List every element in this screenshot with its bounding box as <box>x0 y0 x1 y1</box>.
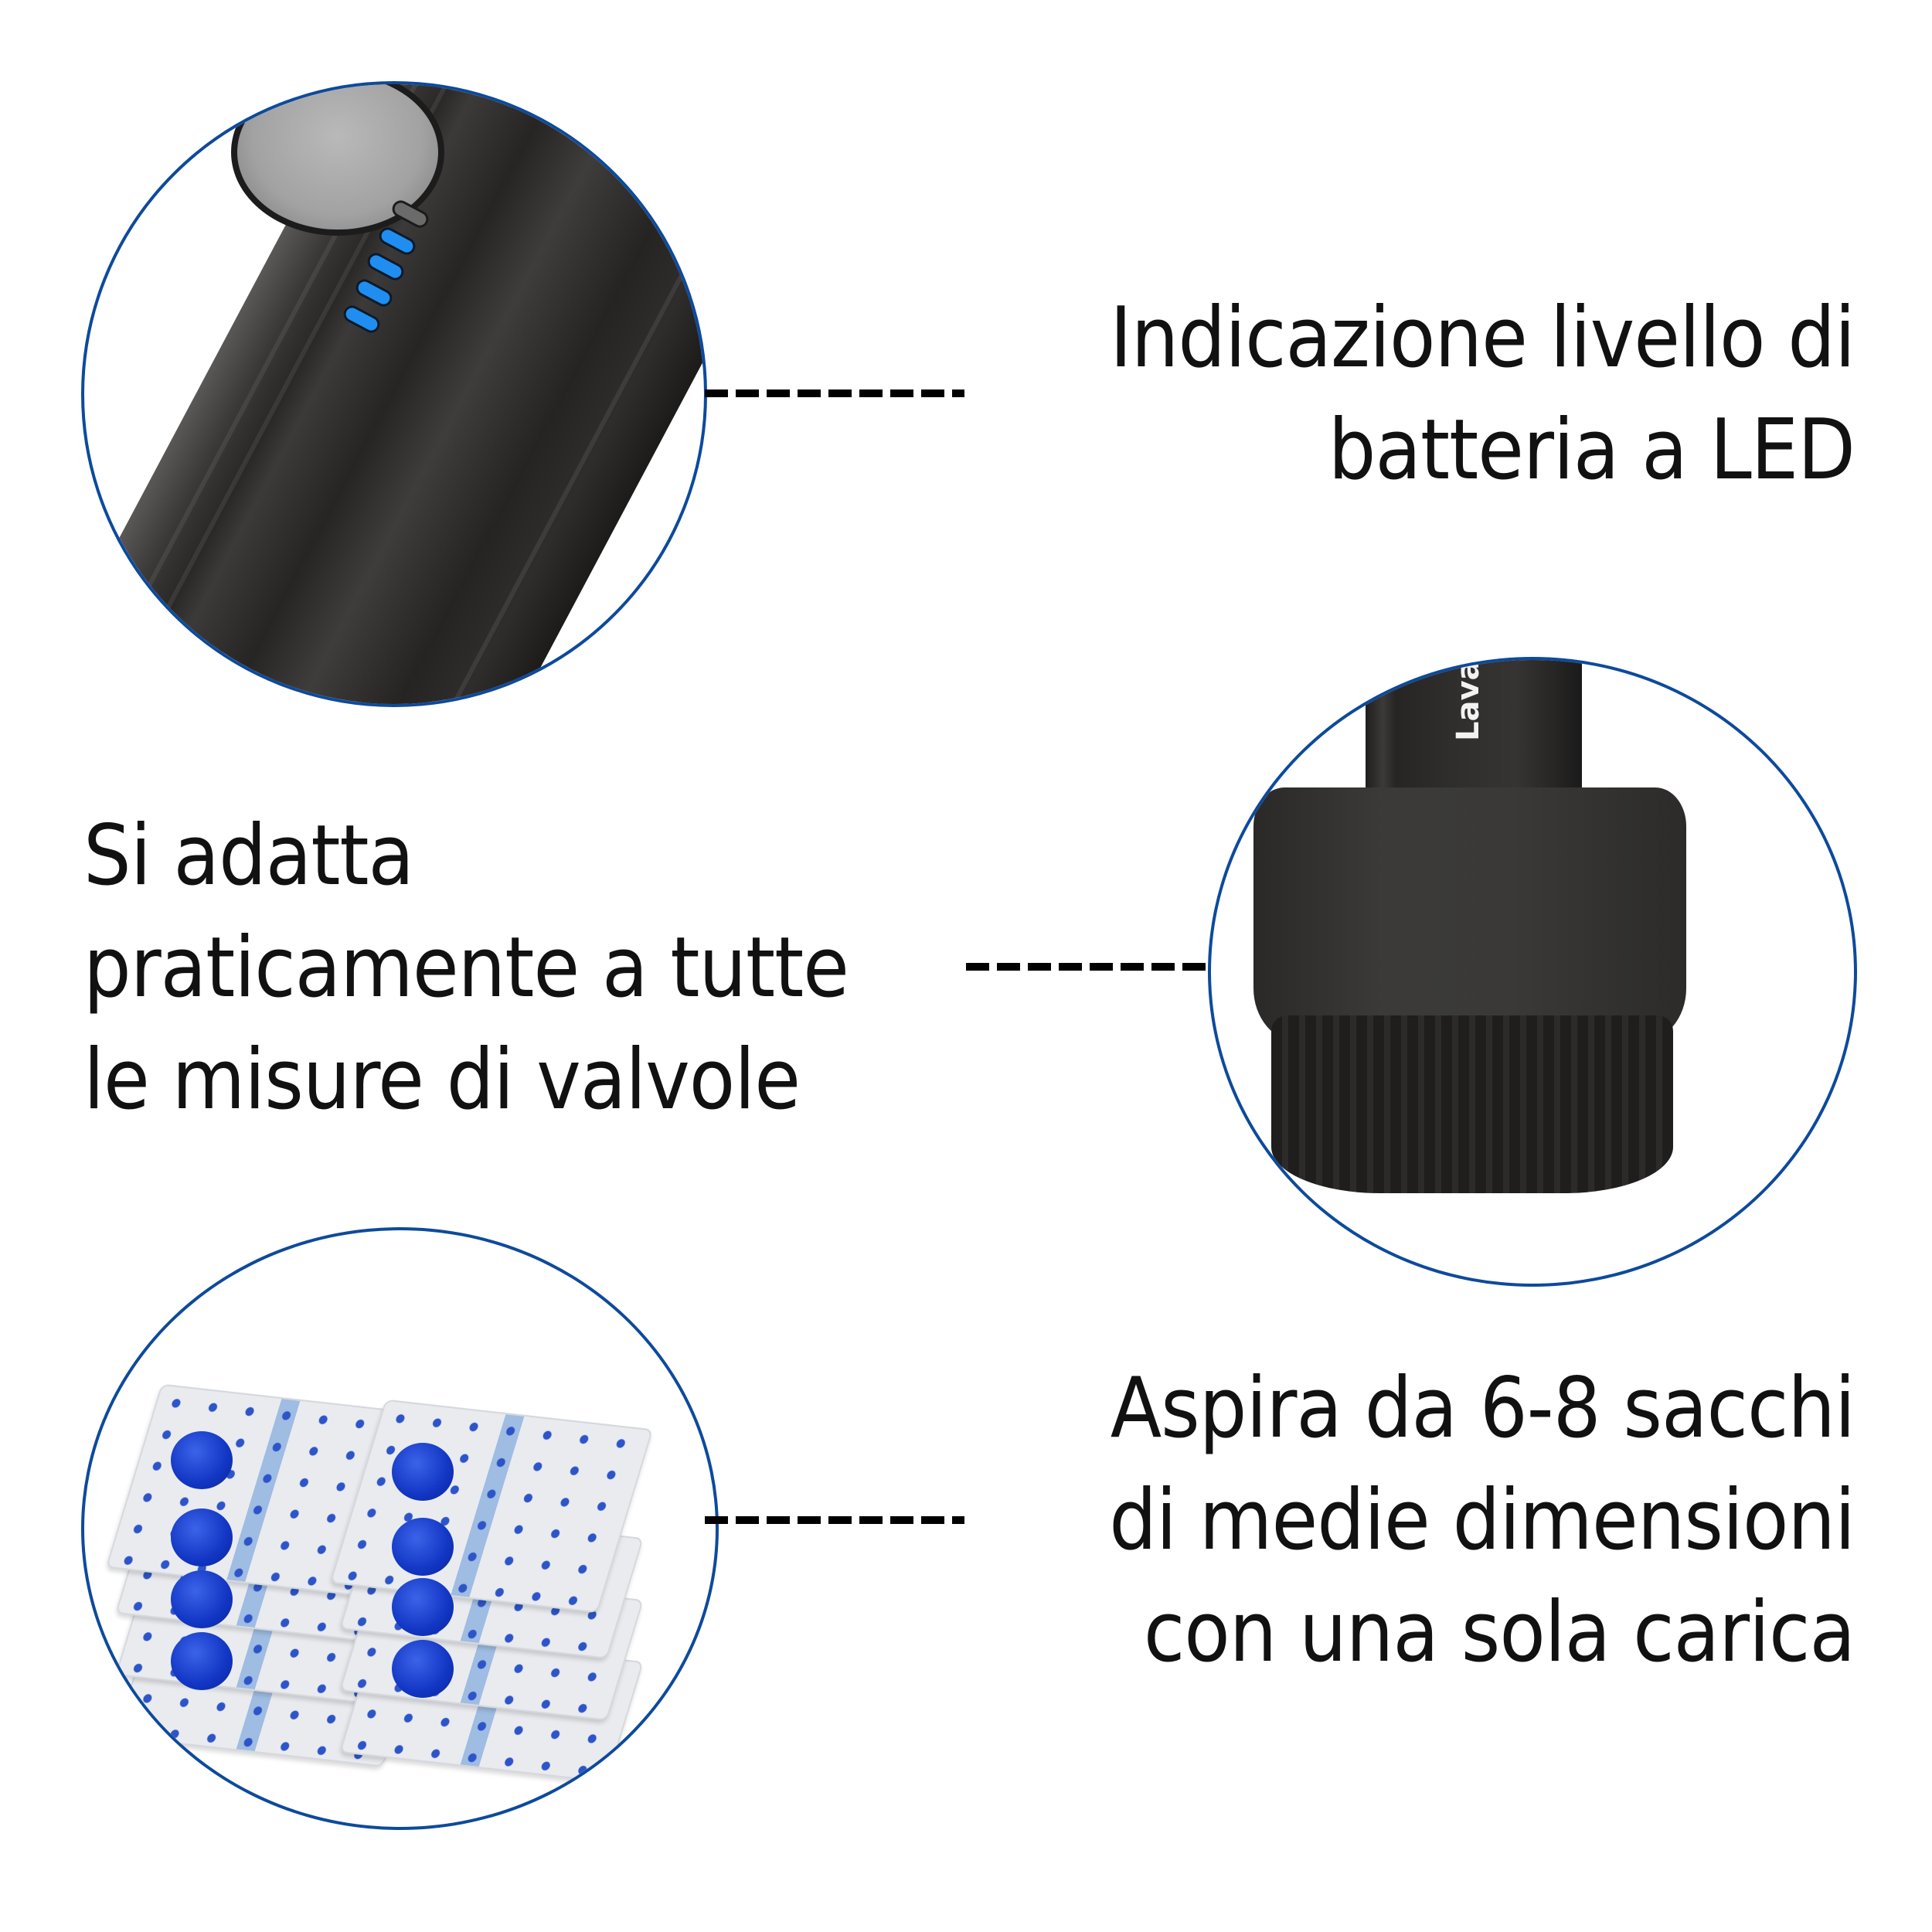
bag-valve <box>171 1632 233 1690</box>
knurled-ring <box>1271 1015 1673 1193</box>
feature-line: Aspira da 6-8 sacchi <box>1110 1360 1855 1457</box>
bag-valve <box>171 1431 233 1489</box>
feature-text-battery: Indicazione livello di batteria a LED <box>1110 282 1855 506</box>
feature-text-valve: Si adatta praticamente a tutte le misure… <box>83 800 849 1136</box>
bag-valve <box>392 1518 454 1576</box>
valve-adapter-image-circle: Lava <box>1208 657 1857 1287</box>
brand-label: Lava <box>1451 659 1486 741</box>
connector-line-battery <box>705 389 964 397</box>
feature-line: Si adatta <box>83 808 414 904</box>
vacuum-bag <box>329 1399 654 1614</box>
feature-line: batteria a LED <box>1328 402 1855 498</box>
feature-line: praticamente a tutte <box>83 920 849 1016</box>
bag-valve <box>171 1570 233 1628</box>
feature-line: di medie dimensioni <box>1109 1472 1855 1569</box>
feature-text-bags: Aspira da 6-8 sacchi di medie dimensioni… <box>1109 1352 1855 1689</box>
feature-line: le misure di valvole <box>83 1032 801 1128</box>
bag-valve <box>171 1509 233 1566</box>
vacuum-bags-image-circle <box>81 1227 719 1830</box>
power-button <box>231 84 444 236</box>
bag-valve <box>392 1443 454 1501</box>
bag-valve <box>392 1640 454 1698</box>
battery-led-image-circle <box>81 81 707 707</box>
feature-line: Indicazione livello di <box>1110 290 1855 386</box>
connector-line-bags <box>705 1516 964 1524</box>
connector-line-valve <box>966 963 1209 971</box>
bag-valve <box>392 1578 454 1636</box>
adapter-collar <box>1253 787 1686 1043</box>
feature-line: con una sola carica <box>1143 1584 1855 1681</box>
